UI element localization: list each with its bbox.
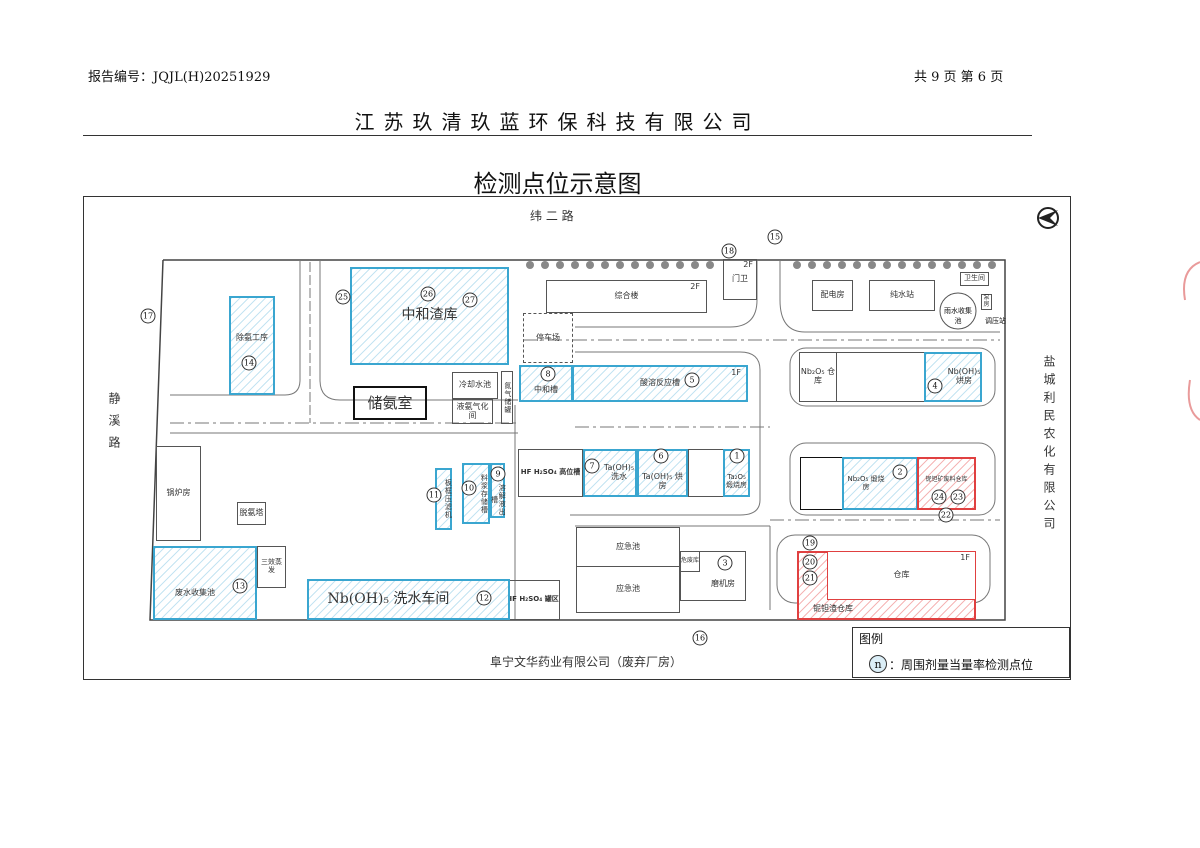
monitor-point: 27	[462, 292, 478, 308]
monitor-point: 5	[684, 372, 700, 388]
nboh-washing-workshop: Nb(OH)₅ 洗水车间	[307, 579, 510, 620]
floor-label: 1F	[731, 368, 741, 377]
monitor-point: 4	[927, 378, 943, 394]
floor-label: 2F	[743, 260, 753, 269]
monitor-point: 14	[241, 355, 257, 371]
monitor-point: 18	[721, 243, 737, 259]
stamp-fragment	[1183, 261, 1200, 421]
neutral-slag-store: 中和渣库	[350, 267, 509, 365]
floor-label: 1F	[960, 553, 970, 562]
monitor-point: 11	[426, 487, 442, 503]
nitrogen-tank: 氮气储罐	[501, 371, 513, 424]
monitor-point: 20	[802, 554, 818, 570]
monitor-point: 6	[653, 448, 669, 464]
monitor-point: 25	[335, 289, 351, 305]
blank-building	[800, 457, 843, 510]
deammonia-tower: 脱氨塔	[237, 502, 266, 525]
mill-room: 磨机房	[680, 551, 746, 601]
monitor-point: 7	[584, 458, 600, 474]
emergency-pool-2: 应急池	[576, 566, 680, 613]
site-map	[83, 196, 1071, 680]
monitor-point: 8	[540, 366, 556, 382]
monitor-point: 26	[420, 286, 436, 302]
hf-tank-area: HF H₂SO₄ 罐区	[505, 580, 560, 620]
monitor-point: 22	[938, 507, 954, 523]
cooling-pool: 冷却水池	[452, 372, 498, 399]
ammonia-gasification: 液氨气化间	[452, 399, 493, 424]
toilet: 卫生间	[960, 272, 989, 286]
monitor-point: 3	[717, 555, 733, 571]
warehouse-label: 仓库	[893, 570, 910, 580]
legend-title: 图例	[859, 632, 884, 646]
boiler-room: 锅炉房	[156, 446, 201, 541]
parking: 停车场	[523, 313, 573, 363]
legend-description: ：周围剂量当量率检测点位	[889, 658, 1034, 672]
nb2o5-calcination: Nb₂O₅ 煅烧房	[842, 457, 918, 510]
floor-label: 2F	[690, 282, 700, 291]
pure-water-station: 纯水站	[869, 280, 935, 311]
page-info: 共 9 页 第 6 页	[914, 70, 1004, 85]
acid-reactor-label: 酸溶反应槽	[640, 378, 680, 388]
legend-marker-icon: n	[869, 655, 887, 673]
taoh-drying: Ta(OH)₅ 烘房	[637, 449, 688, 497]
gatehouse: 门卫 2F	[723, 259, 757, 300]
monitor-point: 19	[802, 535, 818, 551]
rain-pool: 雨水收集池	[944, 307, 972, 325]
hf-header-tank: HF H₂SO₄ 高位槽	[518, 449, 583, 497]
office-building: 综合楼 2F	[546, 280, 707, 313]
monitor-point: 16	[692, 630, 708, 646]
deammonia-process: 除氨工序	[229, 296, 275, 395]
map-title: 检测点位示意图	[473, 170, 642, 198]
legend: 图例 n ：周围剂量当量率检测点位	[852, 627, 1070, 678]
monitor-point: 1	[729, 448, 745, 464]
emergency-pool-1: 应急池	[576, 527, 680, 567]
pressure-station: 调压站	[985, 317, 1006, 325]
monitor-point: 2	[892, 464, 908, 480]
monitor-point: 12	[476, 590, 492, 606]
neighbor-east: 盐城利民农化有限公司	[1042, 355, 1056, 535]
monitor-point: 17	[140, 308, 156, 324]
monitor-point: 15	[767, 229, 783, 245]
hazardous-waste-store: 危废库	[680, 551, 700, 572]
road-north: 纬 二 路	[530, 209, 574, 223]
acid-reactor: 酸溶反应槽 1F	[572, 365, 748, 402]
blank-room	[688, 449, 724, 497]
monitor-point: 9	[490, 466, 506, 482]
monitor-point: 23	[950, 489, 966, 505]
nb2o5-warehouse: Nb₂O₅ 仓库	[799, 352, 837, 402]
neighbor-south: 阜宁文华药业有限公司（废弃厂房）	[490, 655, 683, 669]
compass-icon	[1037, 207, 1059, 229]
company-name: 江苏玖清玖蓝环保科技有限公司	[354, 110, 761, 134]
gate-label: 门卫	[732, 274, 748, 284]
header-divider	[83, 135, 1032, 136]
monitor-point: 21	[802, 570, 818, 586]
road-west: 静溪路	[107, 392, 121, 458]
report-number: 报告编号：JQJL(H)20251929	[88, 70, 271, 85]
power-room: 配电房	[812, 280, 853, 311]
ammonia-storage: 储氨室	[353, 386, 427, 420]
monitor-point: 10	[461, 480, 477, 496]
ore-waste-store: 铌钽矿废料仓库	[917, 457, 976, 510]
office-label: 综合楼	[614, 291, 639, 301]
triple-effect-evaporator: 三效蒸发	[257, 546, 286, 588]
nboh-drying-room: Nb(OH)₅ 烘房	[924, 352, 982, 402]
pump-room: 泵房	[981, 294, 992, 310]
monitor-point: 24	[931, 489, 947, 505]
blank-building	[836, 352, 925, 402]
warehouse: 仓库 1F	[827, 551, 976, 600]
monitor-point: 13	[232, 578, 248, 594]
